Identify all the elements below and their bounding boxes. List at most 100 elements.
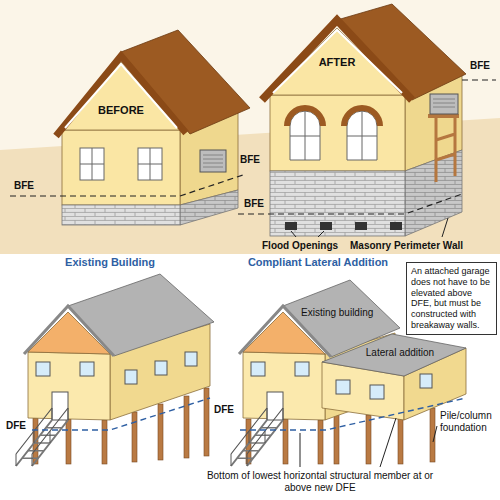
part-label: Existing building <box>301 307 373 319</box>
existing-house <box>80 362 94 376</box>
elevation-label: BFE <box>240 154 260 166</box>
before-house <box>180 190 238 225</box>
before-house <box>56 56 186 136</box>
leader-line <box>442 218 448 237</box>
existing-house <box>68 274 214 356</box>
existing-house <box>185 352 197 366</box>
existing-house <box>24 274 214 420</box>
top-backdrop <box>0 0 500 254</box>
after-house <box>347 111 377 160</box>
after-house <box>433 99 455 107</box>
before-house <box>65 64 177 128</box>
bfe-line <box>10 174 246 196</box>
stairs <box>231 408 283 466</box>
stairs <box>231 420 283 466</box>
after-house <box>347 111 377 160</box>
part-label: Lateral addition <box>366 347 434 359</box>
after-house <box>290 111 320 160</box>
before-house <box>200 150 226 172</box>
after-house <box>430 94 458 114</box>
panel-heading: Compliant Lateral Addition <box>248 256 388 269</box>
house-title: BEFORE <box>98 104 144 117</box>
stairs <box>16 408 68 466</box>
callout-box: An attached garage does not have to be e… <box>406 262 497 335</box>
elevation-label: BFE <box>14 180 34 192</box>
before-house <box>62 130 180 205</box>
pile-column <box>366 415 371 464</box>
pile-column <box>334 410 339 464</box>
bottom-backdrop <box>0 254 500 500</box>
existing-house <box>52 392 68 420</box>
lateral-addition <box>370 385 384 399</box>
after-house <box>405 150 462 236</box>
lateral-addition <box>420 374 432 388</box>
lateral-addition <box>322 334 466 420</box>
bfe-line <box>462 79 496 80</box>
leader-line <box>300 418 396 467</box>
before-house <box>138 148 162 180</box>
pile-column <box>158 404 163 460</box>
leader-line <box>300 418 437 467</box>
pile-column <box>66 419 71 464</box>
bfe-line <box>238 194 462 214</box>
leader-line <box>433 426 437 442</box>
part-label: Masonry Perimeter Wall <box>350 240 463 252</box>
elevation-label: BFE <box>244 198 264 210</box>
existing-house <box>251 362 265 376</box>
after-house <box>287 108 323 126</box>
elevation-label: DFE <box>6 420 26 432</box>
stairs <box>16 408 68 466</box>
pile-column <box>318 420 323 464</box>
dfe-line <box>32 398 466 430</box>
callout-text: An attached garage does not have to be e… <box>411 266 492 331</box>
part-label: Pile/column foundation <box>440 410 496 434</box>
existing-house <box>295 362 309 376</box>
panel-heading: Existing Building <box>65 256 155 269</box>
after-house <box>270 95 405 171</box>
pile-column <box>398 419 403 464</box>
existing-house <box>24 306 114 356</box>
leader-line <box>291 231 324 237</box>
after-house <box>355 222 367 230</box>
after-house <box>273 30 402 93</box>
stairs <box>231 408 283 466</box>
part-label: Flood Openings <box>262 240 338 252</box>
before-house <box>62 205 180 225</box>
after-house <box>428 114 459 118</box>
after-house <box>262 20 412 100</box>
after-house <box>390 222 402 230</box>
stairs <box>22 428 62 458</box>
existing-house <box>36 362 50 376</box>
existing-house <box>267 392 283 420</box>
leader-line <box>291 218 448 237</box>
before-house <box>203 155 223 167</box>
after-house <box>270 171 405 236</box>
lateral-addition <box>322 334 466 376</box>
bfe-line <box>10 80 496 214</box>
after-house <box>262 4 466 236</box>
after-house <box>344 108 380 126</box>
after-house <box>290 111 320 160</box>
stairs <box>237 428 277 458</box>
top-backdrop <box>0 0 500 254</box>
before-house <box>138 148 162 180</box>
existing-house <box>125 370 137 384</box>
dfe-line <box>32 398 210 430</box>
bottom-backdrop <box>0 254 500 500</box>
existing-house <box>28 352 110 420</box>
after-house <box>285 222 297 230</box>
before-house <box>80 148 104 180</box>
elevation-label: BFE <box>470 60 490 72</box>
pile-column <box>132 412 137 462</box>
pile-column <box>102 420 107 464</box>
existing-house <box>243 352 325 420</box>
note-label: Bottom of lowest horizontal structural m… <box>200 470 440 494</box>
after-house <box>320 222 332 230</box>
elevation-label: DFE <box>214 404 234 416</box>
house-title: AFTER <box>319 56 356 69</box>
stairs <box>231 408 283 454</box>
dfe-line <box>240 398 466 430</box>
lateral-addition <box>336 380 350 394</box>
pile-column <box>283 419 288 464</box>
